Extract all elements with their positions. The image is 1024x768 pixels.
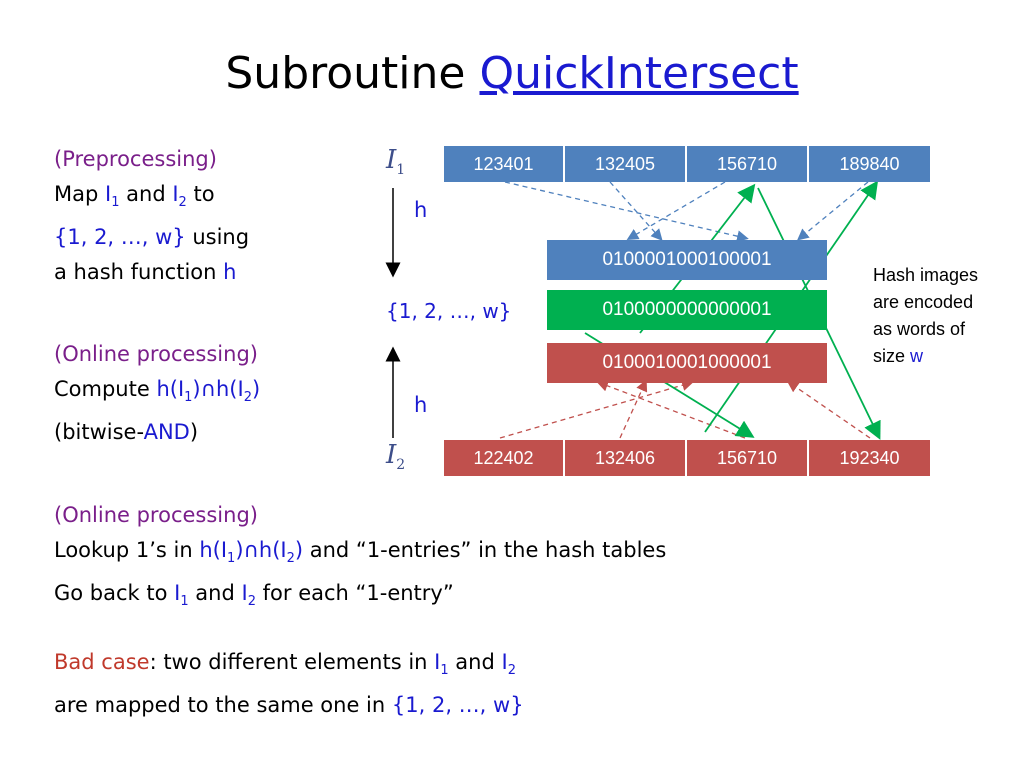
blue-dash-4 xyxy=(796,181,869,241)
I2-row: 122402 132406 156710 192340 xyxy=(444,440,930,476)
online-block: (Online processing) Compute h(I1)∩h(I2) … xyxy=(54,337,260,450)
bad-case-line: Bad case: two different elements in I1 a… xyxy=(54,650,516,679)
blue-dash-2 xyxy=(609,181,663,241)
I1-label: I1 xyxy=(386,145,406,179)
hash-I1-bar: 0100001000100001 xyxy=(547,240,827,280)
slide-title: Subroutine QuickIntersect xyxy=(225,48,799,99)
I2-cell: 192340 xyxy=(809,440,930,476)
bottom-online-block: (Online processing) Lookup 1’s in h(I1)∩… xyxy=(54,498,666,619)
I2-cell: 156710 xyxy=(687,440,809,476)
I2-cell: 122402 xyxy=(444,440,565,476)
map-line: Map I1 and I2 to xyxy=(54,182,215,211)
I1-cell: 156710 xyxy=(687,146,809,182)
bottom-online-label: (Online processing) xyxy=(54,503,258,527)
set-line: {1, 2, …, w} using xyxy=(54,225,250,250)
red-dash-4 xyxy=(786,380,871,439)
hash-I2-bar: 0100010001000001 xyxy=(547,343,827,383)
I1-cell: 132405 xyxy=(565,146,687,182)
compute-line: Compute h(I1)∩h(I2) xyxy=(54,377,261,406)
h-bottom-label: h xyxy=(414,393,428,417)
I2-label: I2 xyxy=(386,440,406,474)
go-back-line: Go back to I1 and I2 for each “1-entry” xyxy=(54,581,454,610)
preprocessing-label: (Preprocessing) xyxy=(54,147,217,171)
h-top-label: h xyxy=(414,198,428,222)
hash-line: a hash function h xyxy=(54,260,237,285)
I1-cell: 123401 xyxy=(444,146,565,182)
hash-note: Hash images are encoded as words of size… xyxy=(873,265,979,366)
set-label: {1, 2, …, w} xyxy=(386,299,512,323)
red-dash-3 xyxy=(596,380,746,439)
I2-cell: 132406 xyxy=(565,440,687,476)
preprocessing-block: (Preprocessing) Map I1 and I2 to {1, 2, … xyxy=(54,142,249,290)
quickintersect-link[interactable]: QuickIntersect xyxy=(479,48,799,99)
bad-case-block: Bad case: two different elements in I1 a… xyxy=(54,645,524,723)
blue-dash-1 xyxy=(504,181,749,242)
online-label: (Online processing) xyxy=(54,342,258,366)
red-dash-2 xyxy=(619,379,648,439)
red-dash-1 xyxy=(499,379,694,439)
I1-cell: 189840 xyxy=(809,146,930,182)
lookup-line: Lookup 1’s in h(I1)∩h(I2) and “1-entries… xyxy=(54,538,667,567)
blue-dash-3 xyxy=(626,181,726,240)
bitwise-line: (bitwise-AND) xyxy=(54,420,199,445)
hash-and-bar: 0100000000000001 xyxy=(547,290,827,330)
I1-row: 123401 132405 156710 189840 xyxy=(444,146,930,182)
mapped-line: are mapped to the same one in {1, 2, …, … xyxy=(54,693,524,718)
